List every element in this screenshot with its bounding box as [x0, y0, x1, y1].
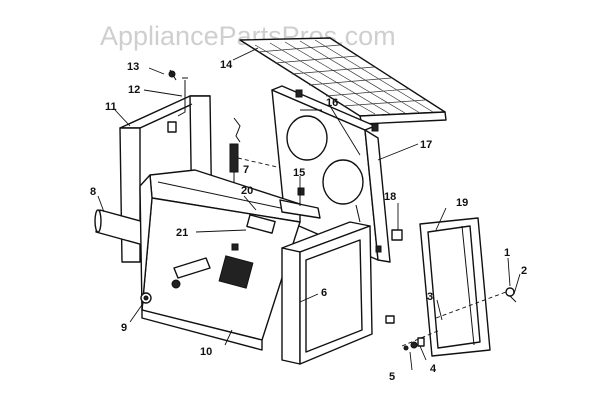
part-7-thermostat: [229, 117, 241, 190]
part-12-13-bracket-screw: [168, 69, 188, 117]
callout-10: 10: [200, 346, 212, 358]
parts-1-5-hinge-hardware: [401, 287, 517, 351]
callout-21: 21: [176, 227, 188, 239]
callout-8: 8: [90, 186, 96, 198]
callout-17: 17: [420, 139, 432, 151]
callout-11: 11: [105, 101, 117, 113]
callout-5: 5: [389, 371, 395, 383]
watermark-text: AppliancePartsPros.com: [100, 21, 396, 51]
part-9-knob: [140, 292, 152, 304]
callout-2: 2: [521, 265, 527, 277]
part-19-glass-door: [419, 217, 491, 357]
callout-16: 16: [326, 97, 338, 109]
callout-6: 6: [321, 287, 327, 299]
callout-13: 13: [127, 61, 139, 73]
callout-15: 15: [293, 167, 305, 179]
callout-9: 9: [121, 322, 127, 334]
callout-4: 4: [430, 363, 437, 375]
part-6-door-frame: [281, 204, 373, 365]
callout-1: 1: [504, 247, 510, 259]
part-14-top-panel: [239, 37, 447, 125]
part-18-clip-lower: [385, 315, 395, 324]
callout-18: 18: [384, 191, 396, 203]
callout-3: 3: [427, 291, 433, 303]
callout-20: 20: [241, 185, 253, 197]
part-18-clip: [391, 229, 403, 241]
callout-labels: 1 2 3 4 5 6 7 8 9 10 11 12 13 14 15 16 1…: [90, 59, 527, 383]
callout-19: 19: [456, 197, 468, 209]
callout-7: 7: [243, 164, 249, 176]
callout-14: 14: [220, 59, 233, 71]
part-10-front-housing: [139, 169, 301, 351]
callout-leader-lines: [97, 47, 521, 371]
callout-12: 12: [128, 84, 140, 96]
